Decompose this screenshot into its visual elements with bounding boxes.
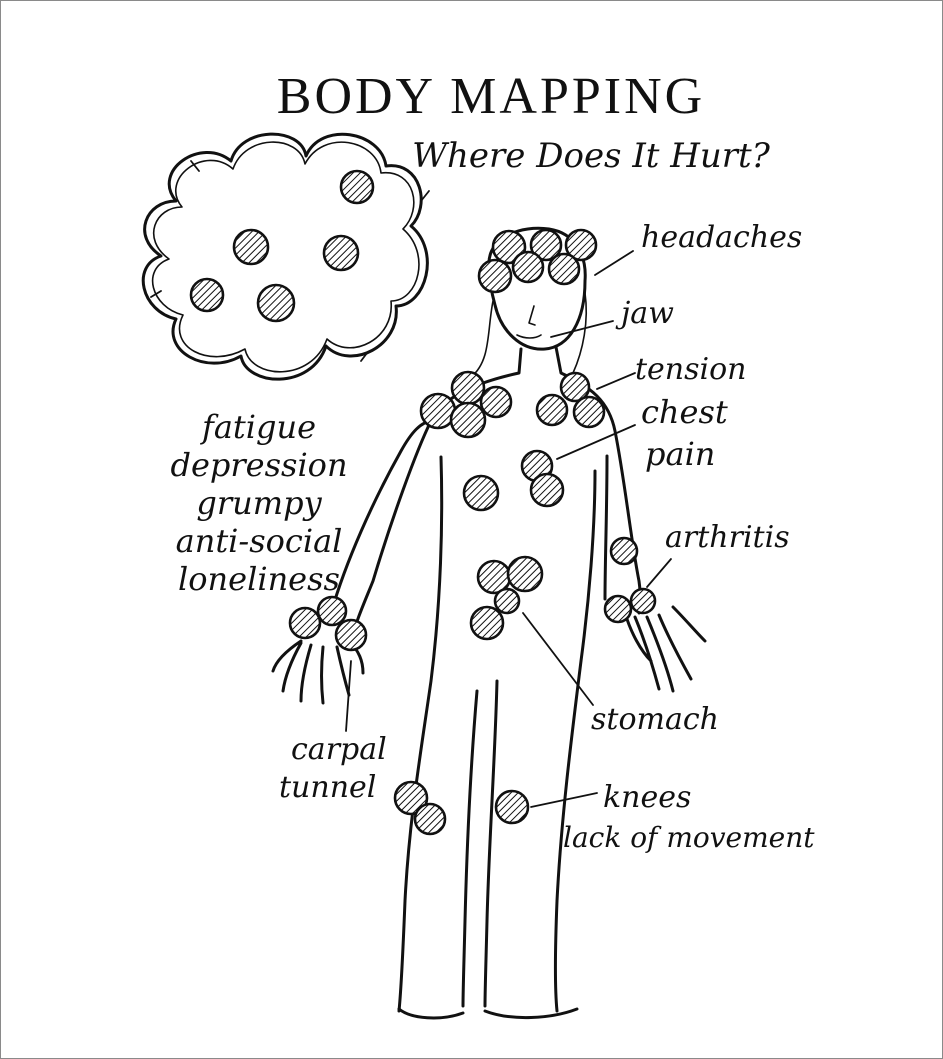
symptom-depression: depression — [170, 446, 347, 484]
symptom-fatigue: fatigue — [200, 408, 316, 446]
symptom-anti-social: anti-social — [176, 522, 343, 560]
mind-spot — [258, 285, 294, 321]
thought-cloud — [143, 134, 429, 379]
mind-spot — [341, 171, 373, 203]
symptom-grumpy: grumpy — [196, 484, 322, 522]
mind-spot — [191, 279, 223, 311]
label-tension: tension — [635, 352, 747, 387]
label-tunnel: tunnel — [279, 770, 376, 805]
page-subtitle: Where Does It Hurt? — [412, 136, 771, 176]
mind-symptoms-list: fatigue depression grumpy anti-social lo… — [170, 408, 347, 598]
mind-spot — [234, 230, 268, 264]
label-arthritis: arthritis — [665, 520, 790, 555]
label-lack-of-movement: lack of movement — [563, 821, 815, 854]
label-knees: knees — [603, 780, 691, 815]
label-stomach: stomach — [591, 702, 719, 737]
label-jaw: jaw — [615, 296, 674, 331]
symptom-loneliness: loneliness — [178, 560, 340, 598]
page-title: BODY MAPPING — [277, 68, 705, 125]
label-carpal: carpal — [291, 732, 387, 767]
label-headaches: headaches — [641, 220, 802, 255]
mind-spot — [324, 236, 358, 270]
label-chest: chest — [641, 393, 728, 431]
label-pain: pain — [645, 435, 715, 473]
